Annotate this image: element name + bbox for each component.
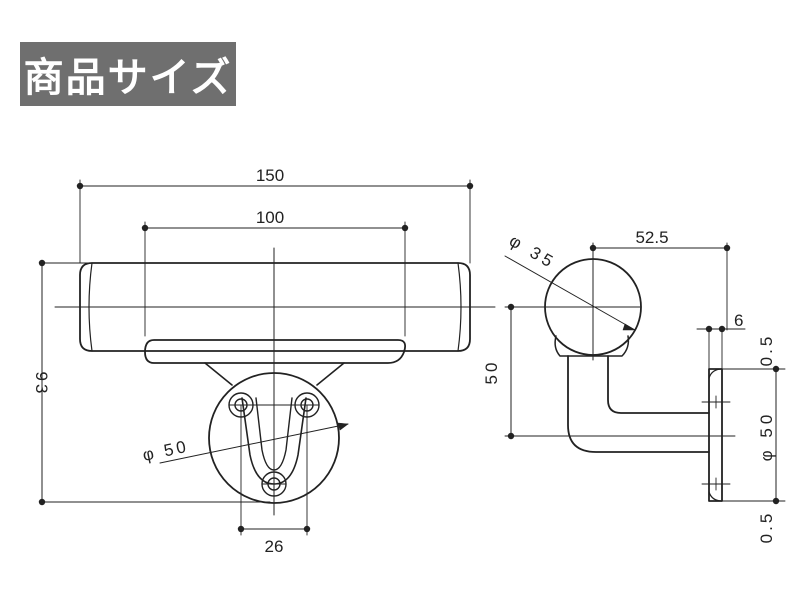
- support-arm: [567, 355, 710, 453]
- dim-base-diameter: φ 50: [141, 437, 191, 465]
- dim-projection: 52.5: [635, 228, 668, 247]
- dim-pipe-span: 100: [256, 208, 284, 227]
- dim-plate-diameter: φ 50: [757, 411, 776, 462]
- dim-pipe-diameter: φ 35: [506, 231, 559, 273]
- dim-total-width: 150: [256, 166, 284, 185]
- page-title: 商品サイズ: [23, 55, 233, 101]
- dim-hole-spacing: 26: [265, 537, 284, 556]
- saddle-plate: [144, 339, 407, 364]
- dim-height: 93: [32, 372, 51, 397]
- dim-edge-top: 0.5: [757, 334, 776, 367]
- wall-plate: [708, 368, 723, 502]
- side-view: [504, 242, 786, 502]
- dimension-dots: [38, 182, 780, 533]
- dim-plate-thickness: 6: [734, 311, 743, 330]
- dim-edge-bottom: 0.5: [757, 511, 776, 544]
- dim-height-to-center: 50: [482, 360, 501, 385]
- title-banner: 商品サイズ: [20, 42, 236, 106]
- front-view: [41, 179, 496, 536]
